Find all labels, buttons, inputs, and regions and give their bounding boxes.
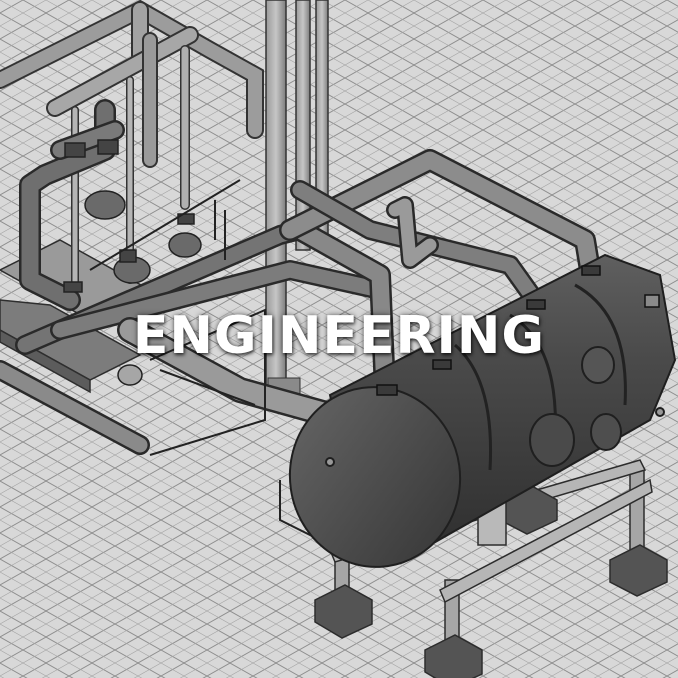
pumps <box>63 139 202 386</box>
pump-loop-pipes <box>0 99 601 455</box>
horizontal-vessel <box>288 253 677 568</box>
vessel-nozzles <box>376 265 660 396</box>
instrument-lines <box>89 179 321 541</box>
